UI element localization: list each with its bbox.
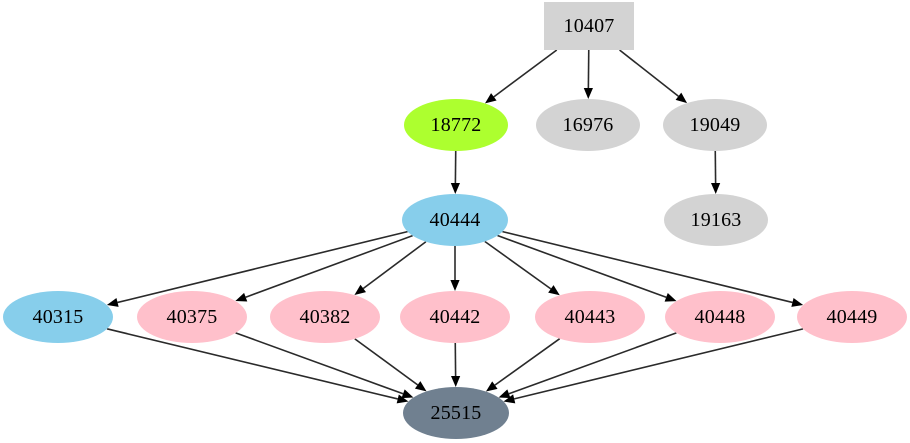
graph-node-label: 40382 [299, 306, 351, 328]
graph-node-40382[interactable]: 40382 [270, 291, 380, 343]
graph-node-19163[interactable]: 19163 [664, 194, 768, 246]
graph-node-18772[interactable]: 18772 [404, 99, 508, 151]
graph-node-label: 18772 [430, 114, 482, 136]
graph-node-label: 40375 [166, 306, 218, 328]
graph-edge-18772-to-40444 [450, 150, 460, 195]
graph-edge-40443-to-25515 [485, 338, 561, 392]
graph-node-40442[interactable]: 40442 [400, 291, 510, 343]
graph-node-25515[interactable]: 25515 [403, 387, 509, 439]
graph-edge-40449-to-25515 [503, 328, 804, 404]
graph-node-40375[interactable]: 40375 [137, 291, 247, 343]
graph-node-label: 10407 [563, 15, 615, 37]
graph-node-16976[interactable]: 16976 [536, 99, 640, 151]
graph-node-label: 40444 [429, 209, 481, 231]
graph-edge-40444-to-40315 [106, 230, 408, 307]
graph-edge-40442-to-25515 [451, 342, 461, 388]
graph-node-label: 40443 [564, 306, 616, 328]
graph-node-40448[interactable]: 40448 [665, 291, 775, 343]
graph-node-40444[interactable]: 40444 [402, 194, 508, 246]
graph-node-40315[interactable]: 40315 [3, 291, 113, 343]
graph-edge-10407-to-19049 [619, 49, 688, 104]
graph-node-10407[interactable]: 10407 [544, 2, 634, 50]
graph-edge-40315-to-25515 [106, 328, 409, 404]
graph-node-label: 40315 [32, 306, 84, 328]
graph-edge-10407-to-18772 [484, 49, 558, 104]
graph-edge-40382-to-25515 [354, 338, 427, 392]
graph-edge-40444-to-40382 [354, 241, 427, 296]
graph-edge-10407-to-16976 [583, 49, 593, 100]
graph-edge-40444-to-40442 [450, 246, 460, 291]
graph-node-label: 19163 [690, 209, 742, 231]
graph-node-label: 25515 [430, 402, 482, 424]
graph-node-label: 40449 [826, 306, 878, 328]
graph-node-40443[interactable]: 40443 [535, 291, 645, 343]
graph-edge-19049-to-19163 [711, 150, 721, 195]
graph-node-40449[interactable]: 40449 [797, 291, 907, 343]
graph-node-label: 16976 [562, 114, 614, 136]
graph-edge-40444-to-40449 [502, 230, 804, 307]
graph-node-label: 19049 [689, 114, 741, 136]
graph-node-19049[interactable]: 19049 [663, 99, 767, 151]
graph-node-label: 40448 [694, 306, 746, 328]
graph-edge-40444-to-40443 [484, 240, 560, 296]
graph-node-label: 40442 [429, 306, 481, 328]
